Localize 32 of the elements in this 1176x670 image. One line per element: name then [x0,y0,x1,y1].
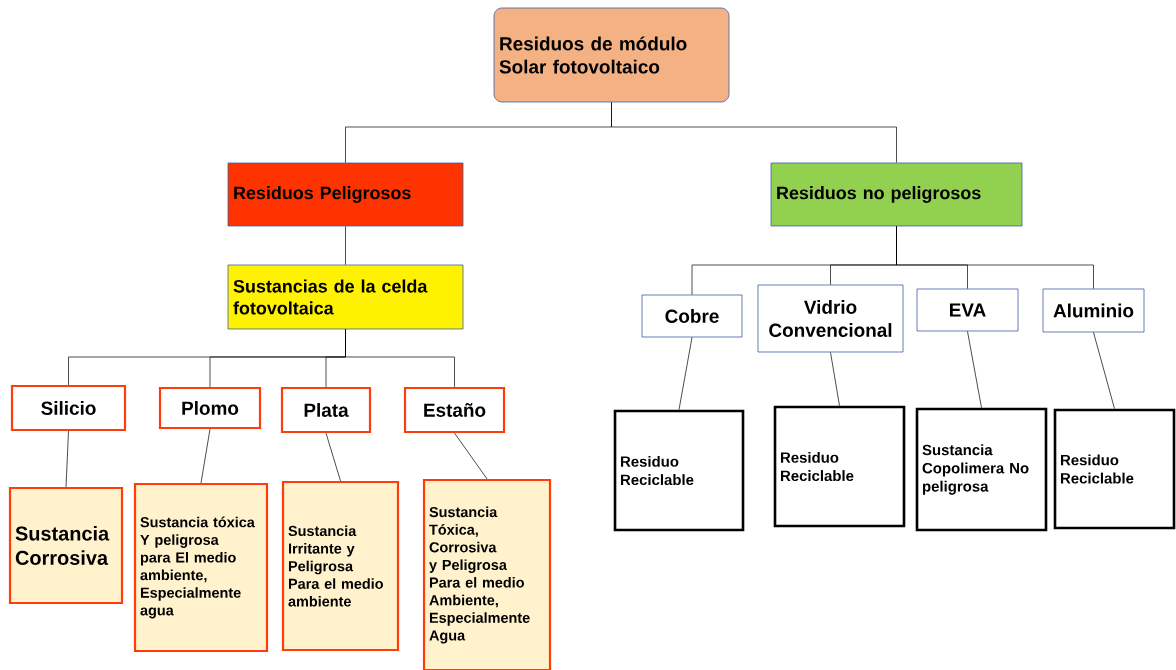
connector-line [1093,332,1115,410]
description-box: Residuo Reciclable [1053,408,1176,530]
material-box: Silicio [10,384,127,432]
description-box: Sustancia tóxica Y peligrosa para El medio ambiente, Especialmente agua [133,482,269,653]
description-box: Sustancia Copolimera No peligrosa [915,407,1048,532]
connector-line [678,337,693,411]
material-box: EVA [916,288,1019,332]
connector-line [325,432,341,482]
connector-line [65,430,69,488]
description-box: Sustancia Corrosiva [8,486,124,605]
category-box: Residuos Peligrosos [227,162,464,227]
description-box: Sustancia Irritante y Peligrosa Para el medio ambiente [281,480,400,652]
title-box: Residuos de módulo Solar fotovoltaico [493,7,730,103]
connector-line [345,329,455,388]
group-box: Sustancias de la celda fotovoltaica [227,264,464,330]
material-box: Plata [280,386,372,434]
description-box: Residuo Reciclable [773,405,906,528]
material-box: Vidrio Convencional [757,284,904,353]
material-box: Cobre [641,294,743,338]
connector-line [454,432,488,480]
category-box: Residuos no peligrosos [770,162,1023,227]
description-box: Sustancia Tóxica, Corrosiva y Peligrosa Para el medio Ambiente, Especialmente Agua [422,478,552,670]
connector-line [200,428,211,484]
connector-line [611,102,897,163]
material-box: Aluminio [1042,288,1145,333]
description-box: Residuo Reciclable [613,409,745,532]
material-box: Estaño [403,386,506,434]
connector-line [830,352,840,407]
connector-line [967,331,982,409]
connector-line [896,226,1094,289]
material-box: Plomo [158,386,262,430]
connector-line [345,226,346,265]
